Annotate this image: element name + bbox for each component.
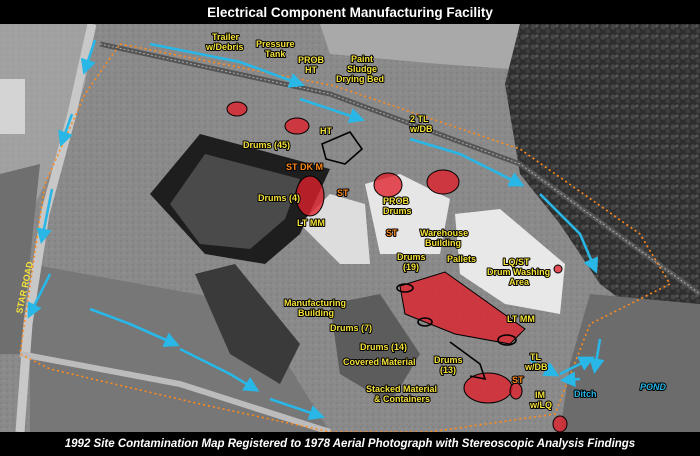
label-tl-db: w/DB xyxy=(524,362,548,372)
label-trailer: Trailer xyxy=(212,32,240,42)
flow-arrow-east-1 xyxy=(539,193,599,274)
flow-arrow-ditch-1 xyxy=(529,358,560,377)
south-building xyxy=(195,264,300,384)
contamination-prob-drum xyxy=(373,172,403,198)
flow-arrow-road-3 xyxy=(36,188,54,245)
contamination-north-warehouse xyxy=(426,169,460,195)
map-title: Electrical Component Manufacturing Facil… xyxy=(207,4,493,20)
contamination-prob-ht xyxy=(284,117,310,135)
label-lt-mm-2: LT MM xyxy=(507,314,535,324)
flow-arrow-pond-2 xyxy=(559,371,581,388)
label-drums-45: Drums (45) xyxy=(243,140,290,150)
label-warehouse: Warehouse xyxy=(420,228,468,238)
outline-lt-mm xyxy=(497,334,517,346)
field-north xyxy=(320,24,520,69)
flow-arrow-south-1 xyxy=(89,307,180,347)
label-drum-washing-area: Area xyxy=(509,277,530,287)
flow-arrow-road-1 xyxy=(80,39,97,75)
contamination-spot-east xyxy=(553,264,563,274)
label-im-lq: w/LQ xyxy=(529,400,552,410)
contamination-spot-south xyxy=(552,415,568,432)
outline-covered xyxy=(449,341,487,381)
label-drying-bed: Drying Bed xyxy=(336,74,384,84)
label-covered-material: Covered Material xyxy=(343,357,416,367)
contamination-st-dk-m xyxy=(295,175,325,217)
label-drums-7: Drums (7) xyxy=(330,323,372,333)
south-lot xyxy=(330,294,420,404)
label-drums-19-count: (19) xyxy=(403,262,419,272)
label-manufacturing: Manufacturing xyxy=(284,298,346,308)
label-stacked-material: Stacked Material xyxy=(366,384,437,394)
south-road xyxy=(19,351,331,432)
label-drum-washing: Drum Washing xyxy=(487,267,550,277)
label-containers: & Containers xyxy=(374,394,430,404)
star-road xyxy=(15,24,97,432)
label-tank: Tank xyxy=(265,49,286,59)
flow-arrow-ditch-2 xyxy=(559,356,595,376)
label-sludge: Sludge xyxy=(347,64,377,74)
field-west xyxy=(0,164,40,354)
contamination-im xyxy=(509,382,523,400)
label-drums-13-count: (13) xyxy=(440,365,456,375)
flow-arrow-south-2 xyxy=(179,347,260,392)
label-2tl-db: w/DB xyxy=(409,124,433,134)
label-drums-top: Drums xyxy=(383,206,412,216)
label-im: IM xyxy=(535,390,545,400)
manufacturing-building-roof xyxy=(170,154,300,249)
label-prob-2: PROB xyxy=(383,196,410,206)
aerial-photo-map: STAR ROAD Trailer w/Debris Pressure Tank… xyxy=(0,24,700,432)
contamination-trailer xyxy=(226,101,248,117)
warehouse-roof-south xyxy=(455,209,565,314)
flow-arrow-north-1 xyxy=(149,42,305,88)
label-st-3: ST xyxy=(512,375,524,385)
label-ditch: Ditch xyxy=(574,389,597,399)
label-pallets: Pallets xyxy=(447,254,476,264)
outline-drums-19 xyxy=(396,283,414,293)
label-st-1: ST xyxy=(337,188,349,198)
label-trailer-debris: w/Debris xyxy=(205,42,244,52)
flow-arrow-north-2 xyxy=(299,97,365,124)
label-lq-st: LQ/ST xyxy=(503,257,530,267)
label-paint: Paint xyxy=(351,54,373,64)
label-ht-2: HT xyxy=(320,126,332,136)
flow-arrow-road-2 xyxy=(58,113,74,147)
flow-arrow-road-4 xyxy=(27,273,52,319)
label-drums-13: Drums xyxy=(434,355,463,365)
label-lt-mm-1: LT MM xyxy=(297,218,325,228)
outline-drums-7 xyxy=(417,317,433,327)
label-2tl: 2 TL xyxy=(410,114,429,124)
label-prob-1: PROB xyxy=(298,55,325,65)
contamination-stacked xyxy=(463,372,513,404)
woodland-east xyxy=(505,24,700,324)
label-st-dk-m: ST DK M xyxy=(286,162,323,172)
label-pond: POND xyxy=(640,382,667,392)
flow-arrow-pond-1 xyxy=(589,338,605,375)
outline-sludge-bed xyxy=(321,131,364,165)
label-drums-19: Drums xyxy=(397,252,426,262)
label-drums-14: Drums (14) xyxy=(360,342,407,352)
flow-arrow-north-3 xyxy=(409,137,525,187)
railroad-ties xyxy=(99,43,700,295)
pond-area xyxy=(560,294,700,432)
label-tl: TL xyxy=(530,352,541,362)
label-pressure: Pressure xyxy=(256,39,295,49)
label-ht-1: HT xyxy=(305,65,317,75)
label-warehouse-building: Building xyxy=(425,238,461,248)
label-st-2: ST xyxy=(386,228,398,238)
label-drums-4: Drums (4) xyxy=(258,193,300,203)
west-building xyxy=(0,79,25,134)
map-caption: 1992 Site Contamination Map Registered t… xyxy=(64,438,636,450)
label-manufacturing-building: Building xyxy=(298,308,334,318)
flow-arrow-south-3 xyxy=(269,397,325,421)
